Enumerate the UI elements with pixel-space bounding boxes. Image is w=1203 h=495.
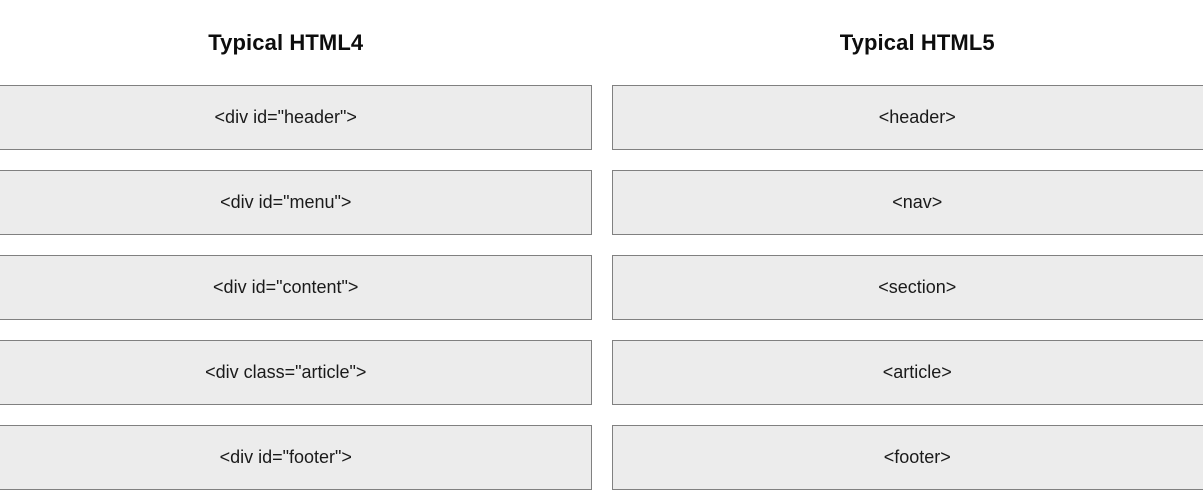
box-list-html5: <header> <nav> <section> <article> <foot… bbox=[611, 85, 1203, 490]
layout-box-content: <div id="content"> bbox=[0, 255, 592, 320]
layout-box-header: <div id="header"> bbox=[0, 85, 592, 150]
layout-box-article: <div class="article"> bbox=[0, 340, 592, 405]
semantic-box-footer: <footer> bbox=[611, 425, 1203, 490]
column-title-html5: Typical HTML5 bbox=[839, 30, 995, 55]
box-list-html4: <div id="header"> <div id="menu"> <div i… bbox=[0, 85, 592, 490]
column-title-html4: Typical HTML4 bbox=[208, 30, 364, 55]
layout-box-menu: <div id="menu"> bbox=[0, 170, 592, 235]
semantic-box-article: <article> bbox=[611, 340, 1203, 405]
column-html5: Typical HTML5 <header> <nav> <section> <… bbox=[611, 0, 1203, 490]
semantic-box-header: <header> bbox=[611, 85, 1203, 150]
semantic-box-nav: <nav> bbox=[611, 170, 1203, 235]
layout-box-footer: <div id="footer"> bbox=[0, 425, 592, 490]
column-html4: Typical HTML4 <div id="header"> <div id=… bbox=[0, 0, 592, 490]
semantic-box-section: <section> bbox=[611, 255, 1203, 320]
